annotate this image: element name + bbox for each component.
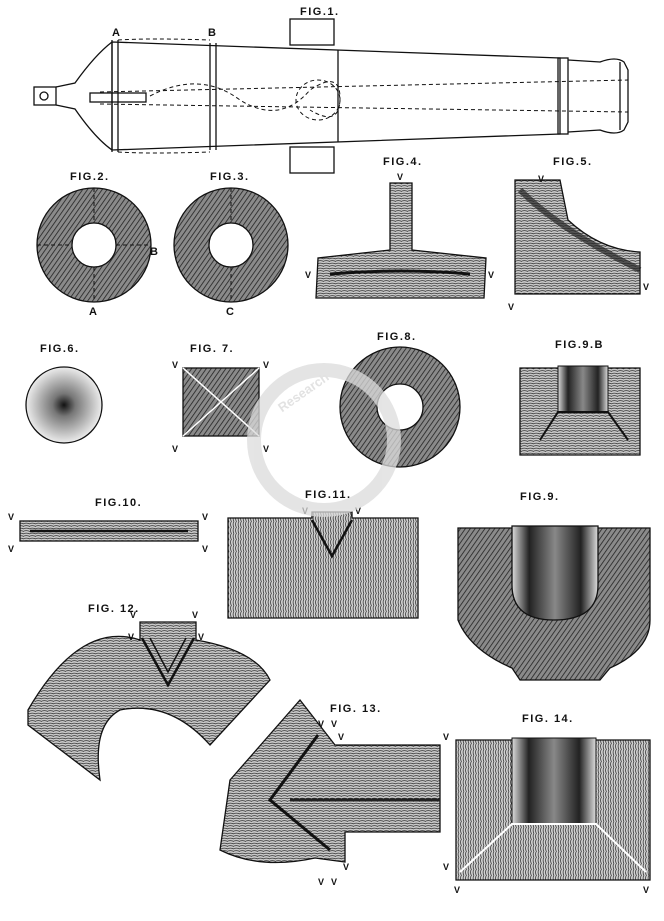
fig-13-v-5: V <box>318 877 324 887</box>
fig-13-v-8: V <box>443 862 449 872</box>
fig-2-ring-section: FIG.2. B A <box>36 171 159 318</box>
fig-5-label: FIG.5. <box>553 156 593 168</box>
fig-13-junction: FIG. 13. V V V V V V V V <box>219 698 449 887</box>
fig-7-v-tl: V <box>172 360 178 370</box>
fig-9b-bore-section: FIG.9.B <box>519 339 641 456</box>
fig-12-arch: FIG. 12. V V V V <box>27 603 271 782</box>
fig-1-label: FIG.1. <box>300 6 340 18</box>
fig-12-v-tl: V <box>130 610 136 620</box>
fig-3-label: FIG.3. <box>210 171 250 183</box>
fig-9-u-bore: FIG.9. <box>457 491 651 681</box>
fig-11-label: FIG.11. <box>305 489 352 501</box>
fig-12-v-ml: V <box>128 632 134 642</box>
fig-6-radial-disc: FIG.6. <box>25 343 103 444</box>
fig-7-v-bl: V <box>172 444 178 454</box>
fig-14-v-right: V <box>643 885 649 895</box>
fig-13-v-4: V <box>443 732 449 742</box>
fig-10-thin-bar: FIG.10. V V V V <box>8 497 208 554</box>
fig-9-label: FIG.9. <box>520 491 560 503</box>
fig-14-v-left: V <box>454 885 460 895</box>
fig-7-v-tr: V <box>263 360 269 370</box>
fig-13-v-2: V <box>331 719 337 729</box>
fig-2-marker-a: A <box>89 306 98 318</box>
fig-5-v-top: V <box>538 174 544 184</box>
fig-13-label: FIG. 13. <box>330 703 382 715</box>
fig-13-v-6: V <box>331 877 337 887</box>
fig-3-marker-c: C <box>226 306 235 318</box>
fig-12-label: FIG. 12. <box>88 603 140 615</box>
fig-7-v-br: V <box>263 444 269 454</box>
fig-2-label: FIG.2. <box>70 171 110 183</box>
fig-6-label: FIG.6. <box>40 343 80 355</box>
fig-14-chamber: FIG. 14. V V <box>454 713 651 895</box>
fig-12-v-mr: V <box>198 632 204 642</box>
fig-4-t-junction: FIG.4. V V V <box>305 156 494 299</box>
fig-4-v-right: V <box>488 270 494 280</box>
fig-10-label: FIG.10. <box>95 497 142 509</box>
fig-7-square-cross: FIG. 7. V V V V <box>172 343 269 454</box>
fig-9b-label: FIG.9.B <box>555 339 604 351</box>
fig-11-v-right: V <box>355 506 361 516</box>
fig-10-v-bl: V <box>8 544 14 554</box>
fig-10-v-tl: V <box>8 512 14 522</box>
fig-13-v-7: V <box>343 862 349 872</box>
fig-2-marker-b: B <box>150 246 159 258</box>
fig-10-v-br: V <box>202 544 208 554</box>
fig-10-v-tr: V <box>202 512 208 522</box>
fig-4-v-left: V <box>305 270 311 280</box>
fig-3-ring-section: FIG.3. C <box>173 171 289 318</box>
fig-13-v-1: V <box>318 719 324 729</box>
fig-8-label: FIG.8. <box>377 331 417 343</box>
fig-5-v-right: V <box>643 282 649 292</box>
fig-13-v-3: V <box>338 732 344 742</box>
fig-1-cannon: FIG.1. A B <box>33 6 629 174</box>
fig-14-label: FIG. 14. <box>522 713 574 725</box>
fig-11-block-notch: FIG.11. V V <box>227 489 419 619</box>
fig-12-v-tr: V <box>192 610 198 620</box>
fig-4-label: FIG.4. <box>383 156 423 168</box>
marker-a: A <box>112 27 121 39</box>
fig-4-v-top: V <box>397 172 403 182</box>
fig-7-label: FIG. 7. <box>190 343 234 355</box>
fig-5-l-corner: FIG.5. V V V <box>508 156 649 312</box>
fig-5-v-bottom: V <box>508 302 514 312</box>
marker-b: B <box>208 27 217 39</box>
